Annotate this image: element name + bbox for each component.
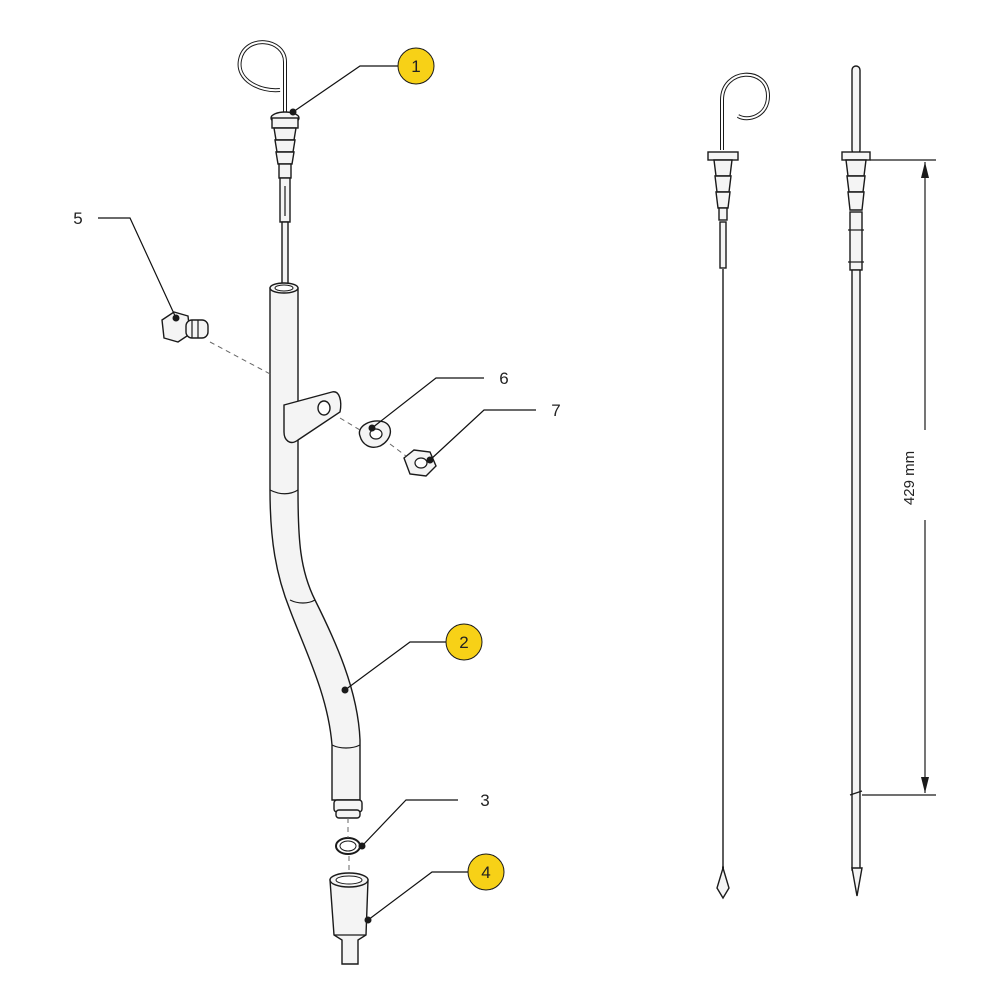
mounting-bracket: [283, 391, 342, 444]
bolt-axis-line: [209, 341, 273, 376]
nut-axis-line: [389, 443, 407, 457]
bolt: [161, 311, 209, 343]
callout-7-label: 7: [551, 401, 560, 420]
callout-2: 2: [341, 623, 483, 694]
callout-4: 4: [364, 853, 505, 924]
callout-6-label: 6: [499, 369, 508, 388]
callout-3: 3: [358, 791, 490, 850]
callout-5: 5: [73, 209, 180, 322]
dimension-label: 429 mm: [901, 451, 918, 505]
callout-7: 7: [426, 401, 561, 464]
dipstick-handle: [237, 40, 287, 112]
dipstick-view-side: [841, 65, 871, 897]
callout-1: 1: [289, 47, 435, 116]
o-ring: [335, 837, 361, 855]
callout-5-label: 5: [73, 209, 82, 228]
adapter-sleeve: [329, 872, 369, 965]
dipstick-blade: [279, 177, 291, 285]
washer: [358, 420, 391, 448]
callout-6: 6: [368, 369, 509, 432]
dipstick-seal: [270, 111, 300, 179]
callout-4-label: 4: [481, 863, 490, 882]
washer-axis-line: [339, 417, 361, 431]
tube-end: [333, 799, 363, 819]
dimension-429mm: 429 mm: [862, 159, 936, 796]
callout-2-label: 2: [459, 633, 468, 652]
callout-3-label: 3: [480, 791, 489, 810]
dipstick-view-front: [707, 72, 771, 900]
dipstick-tube: [269, 282, 361, 801]
callout-1-label: 1: [411, 57, 420, 76]
nut: [403, 449, 437, 477]
